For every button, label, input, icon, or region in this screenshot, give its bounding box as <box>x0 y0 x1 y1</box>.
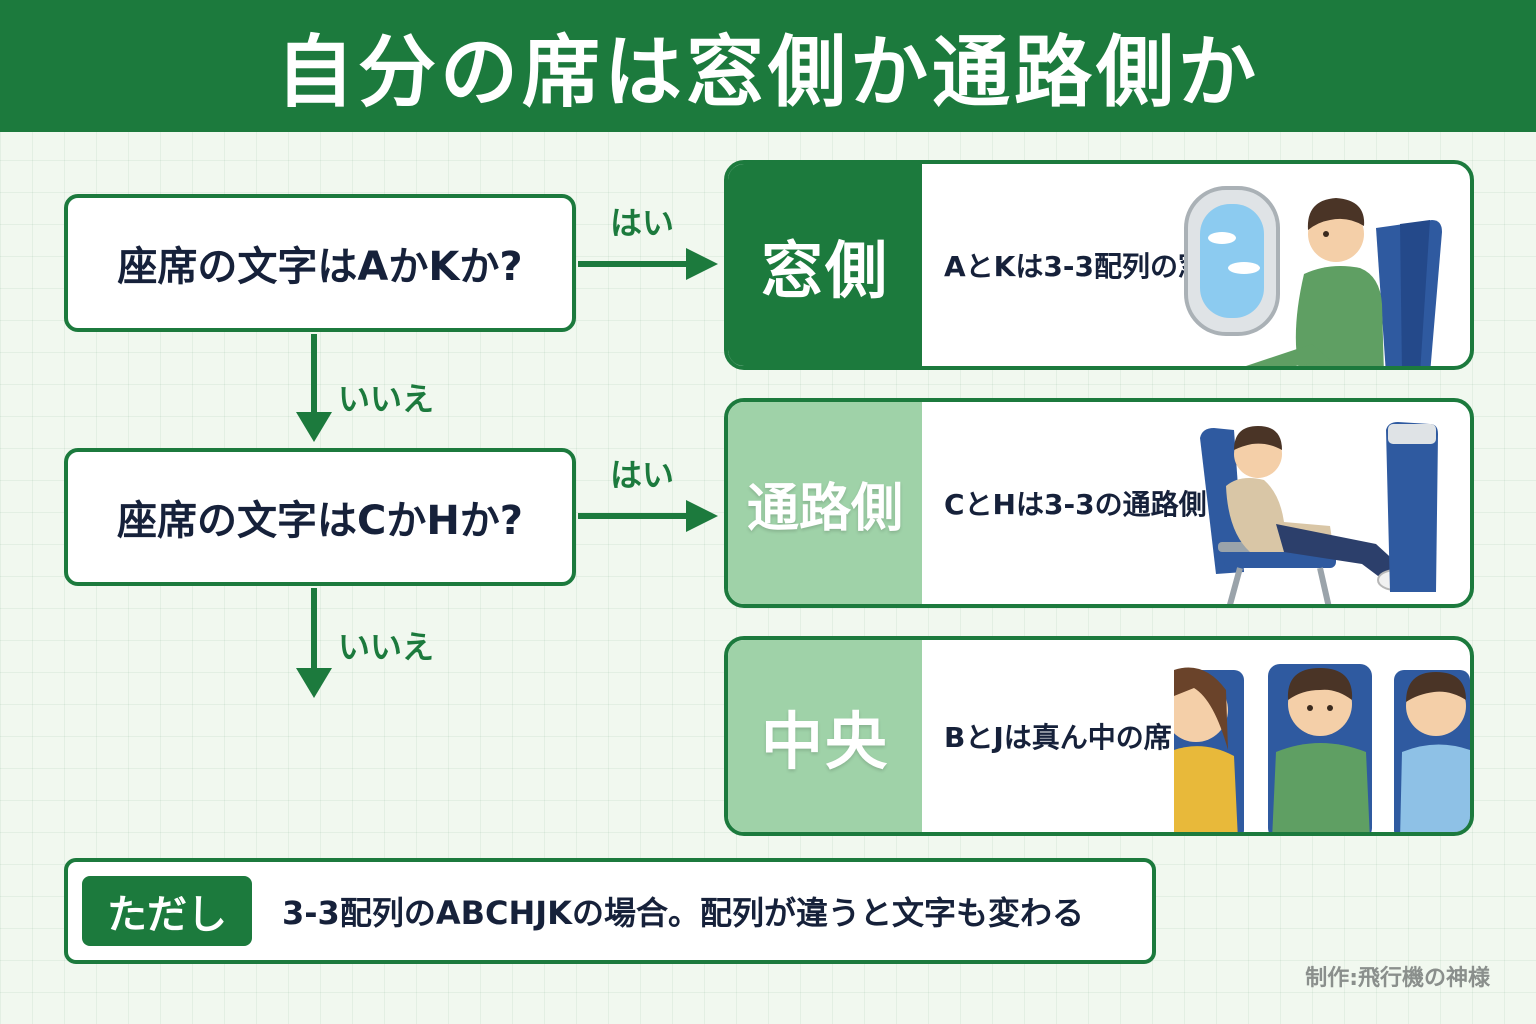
no-arrow-1 <box>296 334 332 442</box>
question-box-2: 座席の文字はCかHか? <box>64 448 576 586</box>
middle-tag: 中央 <box>728 640 922 832</box>
result-card-aisle: 通路側 CとHは3-3の通路側 <box>724 398 1474 608</box>
note-text: 3-3配列のABCHJKの場合。配列が違うと文字も変わる <box>282 894 1084 932</box>
result-card-middle: 中央 BとJは真ん中の席 <box>724 636 1474 836</box>
window-seat-illustration <box>1184 186 1442 366</box>
window-tag: 窓側 <box>728 164 922 366</box>
aisle-seat-illustration <box>1200 422 1438 604</box>
aisle-tag: 通路側 <box>728 402 922 604</box>
no-label-2: いいえ <box>338 628 435 666</box>
no-label-1: いいえ <box>338 380 435 418</box>
credit-text: 制作:飛行機の神様 <box>1305 966 1490 991</box>
aisle-description: CとHは3-3の通路側 <box>944 488 1207 521</box>
note-badge: ただし <box>82 876 252 946</box>
no-arrow-2 <box>296 588 332 698</box>
yes-arrow-1 <box>578 248 718 280</box>
middle-description: BとJは真ん中の席 <box>944 721 1172 754</box>
yes-label-1: はい <box>610 204 675 242</box>
yes-arrow-2 <box>578 500 718 532</box>
title-banner: 自分の席は窓側か通路側か <box>0 0 1536 132</box>
yes-label-2: はい <box>610 456 675 494</box>
question-1-text: 座席の文字はAかKか? <box>117 244 523 290</box>
question-box-1: 座席の文字はAかKか? <box>64 194 576 332</box>
note-box: ただし 3-3配列のABCHJKの場合。配列が違うと文字も変わる <box>64 858 1156 964</box>
question-2-text: 座席の文字はCかHか? <box>116 498 524 544</box>
page-title: 自分の席は窓側か通路側か <box>275 28 1260 118</box>
result-card-window: 窓側 AとKは3-3配列の窓側 <box>724 160 1474 370</box>
middle-seat-illustration <box>1174 664 1470 832</box>
